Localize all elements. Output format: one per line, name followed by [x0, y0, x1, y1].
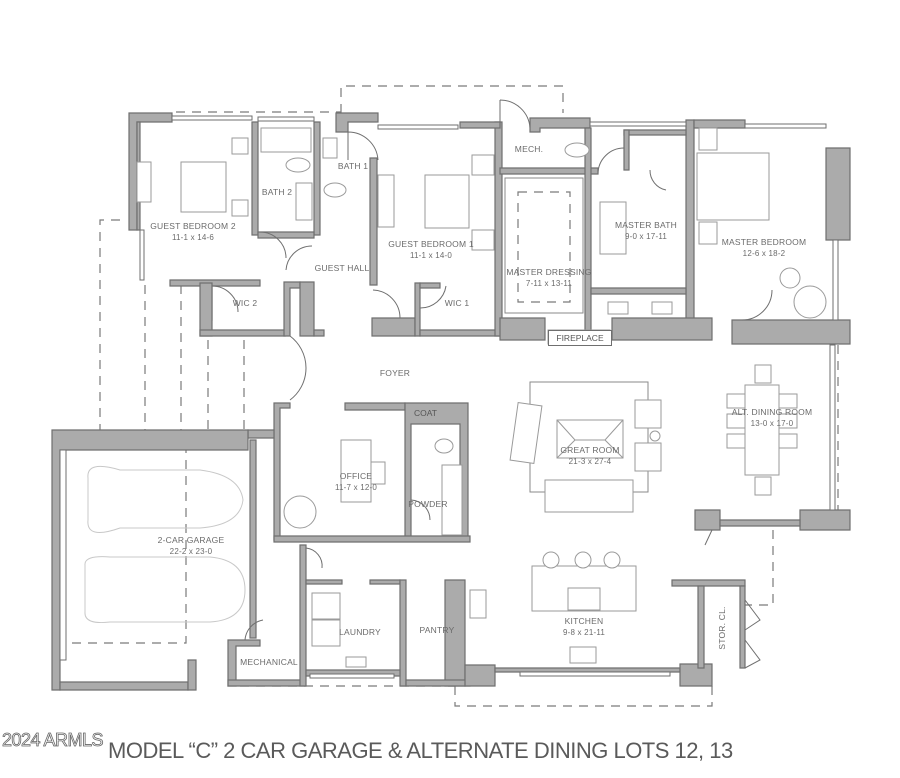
room-name: POWDER: [408, 499, 448, 509]
room-label-alt-dining-room: ALT. DINING ROOM 13-0 x 17-0: [732, 406, 813, 430]
room-name: MASTER BEDROOM: [721, 237, 807, 247]
room-label-coat: COAT: [414, 408, 437, 418]
room-name: BATH 2: [261, 187, 293, 197]
room-name: PANTRY: [419, 625, 455, 635]
room-label-laundry: LAUNDRY: [339, 626, 381, 638]
walls: [51, 112, 851, 691]
room-name: MASTER DRESSING: [506, 267, 592, 277]
room-label-guest-hall: GUEST HALL: [315, 262, 370, 274]
room-name: MASTER BATH: [614, 220, 678, 230]
room-name: WIC 2: [232, 298, 258, 308]
plan-caption: MODEL “C” 2 CAR GARAGE & ALTERNATE DININ…: [108, 738, 733, 763]
fireplace-label: FIREPLACE: [548, 330, 612, 346]
windows: [59, 115, 839, 679]
room-dims: 11-7 x 12-0: [334, 483, 378, 492]
room-label-powder: POWDER: [408, 498, 447, 510]
room-dims: 21-3 x 27-4: [568, 457, 612, 466]
room-name: WIC 1: [444, 298, 470, 308]
room-dims: 12-6 x 18-2: [742, 249, 786, 258]
room-label-master-bath: MASTER BATH 9-0 x 17-11: [615, 219, 677, 243]
room-dims: 22-2 x 23-0: [169, 547, 213, 556]
room-name: BATH 1: [337, 161, 369, 171]
room-name: MECHANICAL: [240, 657, 298, 667]
room-label-great-room: GREAT ROOM 21-3 x 27-4: [560, 444, 619, 468]
room-name: GUEST BEDROOM 2: [150, 221, 236, 231]
room-label-mech: MECH.: [515, 143, 543, 155]
room-dims: 13-0 x 17-0: [750, 419, 794, 428]
room-dims: 9-0 x 17-11: [624, 232, 668, 241]
room-dims: 9-8 x 21-11: [562, 628, 606, 637]
room-name: GUEST BEDROOM 1: [388, 239, 474, 249]
room-name: ALT. DINING ROOM: [731, 407, 813, 417]
room-label-pantry: PANTRY: [420, 624, 455, 636]
room-name: LAUNDRY: [339, 627, 381, 637]
room-name: FOYER: [379, 368, 411, 378]
room-label-office: OFFICE 11-7 x 12-0: [335, 470, 377, 494]
room-name: 2-CAR GARAGE: [157, 535, 225, 545]
room-label-bath-1: BATH 1: [338, 160, 368, 172]
room-dims: 7-11 x 13-11: [525, 279, 573, 288]
copyright-watermark: 2024 ARMLS: [2, 730, 104, 751]
room-label-guest-bedroom-1: GUEST BEDROOM 1 11-1 x 14-0: [388, 238, 474, 262]
furniture: [84, 127, 827, 668]
room-label-mechanical: MECHANICAL: [240, 656, 298, 668]
room-label-foyer: FOYER: [380, 367, 410, 379]
room-label-master-dressing: MASTER DRESSING 7-11 x 13-11: [506, 266, 591, 290]
room-name: OFFICE: [339, 471, 373, 481]
doors: [211, 99, 773, 669]
room-name: KITCHEN: [564, 616, 604, 626]
room-name: GUEST HALL: [314, 263, 370, 273]
room-label-kitchen: KITCHEN 9-8 x 21-11: [563, 615, 605, 639]
room-name: MECH.: [514, 144, 544, 154]
room-label-wic-1: WIC 1: [445, 297, 470, 309]
room-name: GREAT ROOM: [560, 445, 620, 455]
room-label-guest-bedroom-2: GUEST BEDROOM 2 11-1 x 14-6: [150, 220, 236, 244]
room-name: STOR. CL.: [717, 606, 727, 650]
room-label-stor-cl: STOR. CL.: [716, 606, 728, 649]
room-dims: 11-1 x 14-0: [409, 251, 453, 260]
room-label-bath-2: BATH 2: [262, 186, 292, 198]
room-label-wic-2: WIC 2: [233, 297, 258, 309]
room-label-garage: 2-CAR GARAGE 22-2 x 23-0: [158, 534, 225, 558]
room-dims: 11-1 x 14-6: [171, 233, 215, 242]
room-label-master-bedroom: MASTER BEDROOM 12-6 x 18-2: [722, 236, 807, 260]
